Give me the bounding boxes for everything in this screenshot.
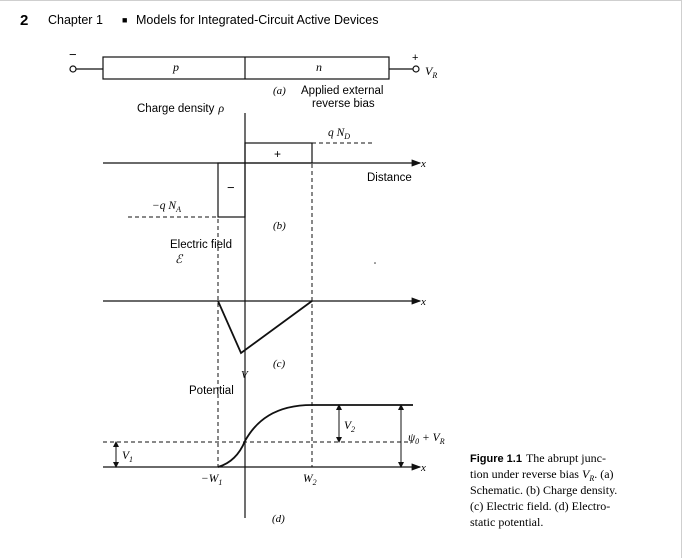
w2-label: W2 — [303, 473, 317, 487]
potential-label: Potential — [189, 385, 234, 397]
negative-sign: − — [227, 180, 235, 195]
v1-label: V1 — [122, 450, 133, 464]
vr-label: VR — [425, 64, 437, 80]
n-region-label: n — [316, 60, 322, 74]
field-profile — [217, 300, 313, 355]
header-bullet: ■ — [122, 15, 127, 25]
p-region-label: p — [172, 60, 179, 74]
v2-label: V2 — [344, 420, 355, 434]
left-terminal-sign: − — [69, 47, 77, 62]
caption-line5: static potential. — [470, 515, 543, 529]
caption-line4: (c) Electric field. (d) Electro- — [470, 499, 610, 513]
left-terminal — [69, 65, 77, 73]
potential-profile — [217, 404, 413, 468]
electric-field-panel: Electric field ℰ x (c) — [103, 239, 426, 370]
chapter-label: Chapter 1 — [48, 13, 103, 27]
panel-b-label: (b) — [273, 220, 286, 232]
right-terminal — [412, 65, 420, 73]
caption-line2: tion under reverse bias VR. (a) — [470, 467, 614, 483]
panel-a-label: (a) — [273, 85, 286, 97]
page-number: 2 — [20, 12, 28, 29]
potential-v-symbol: V — [241, 369, 249, 381]
potential-panel: V Potential x V1 V2 ψ0 + VR −W1 W2 (d) — [103, 369, 445, 525]
positive-charge-block — [244, 142, 313, 164]
electric-field-label: Electric field — [170, 239, 232, 251]
panel-c-label: (c) — [273, 358, 286, 370]
field-x-axis-label: x — [420, 296, 426, 308]
qnd-label: q ND — [328, 127, 350, 141]
diode-body — [102, 56, 390, 80]
right-terminal-sign: + — [412, 52, 418, 64]
applied-bias-line1: Applied external — [301, 85, 383, 97]
print-speck — [374, 262, 376, 264]
chapter-title: Models for Integrated-Circuit Active Dev… — [136, 13, 378, 27]
positive-sign: + — [274, 147, 281, 161]
charge-x-axis-label: x — [420, 158, 426, 170]
applied-bias-line2: reverse bias — [312, 98, 375, 110]
panel-d-label: (d) — [272, 513, 285, 525]
potential-x-axis-label: x — [420, 462, 426, 474]
schematic-panel: − p n + VR (a) Applied external reverse … — [69, 47, 437, 110]
minus-w1-label: −W1 — [201, 473, 222, 487]
electric-field-symbol: ℰ — [175, 252, 184, 266]
distance-label: Distance — [367, 172, 412, 184]
caption-line3: Schematic. (b) Charge density. — [470, 483, 617, 497]
negative-charge-block — [217, 162, 246, 218]
qna-label: −q NA — [152, 200, 181, 214]
total-potential-label: ψ0 + VR — [408, 432, 445, 446]
